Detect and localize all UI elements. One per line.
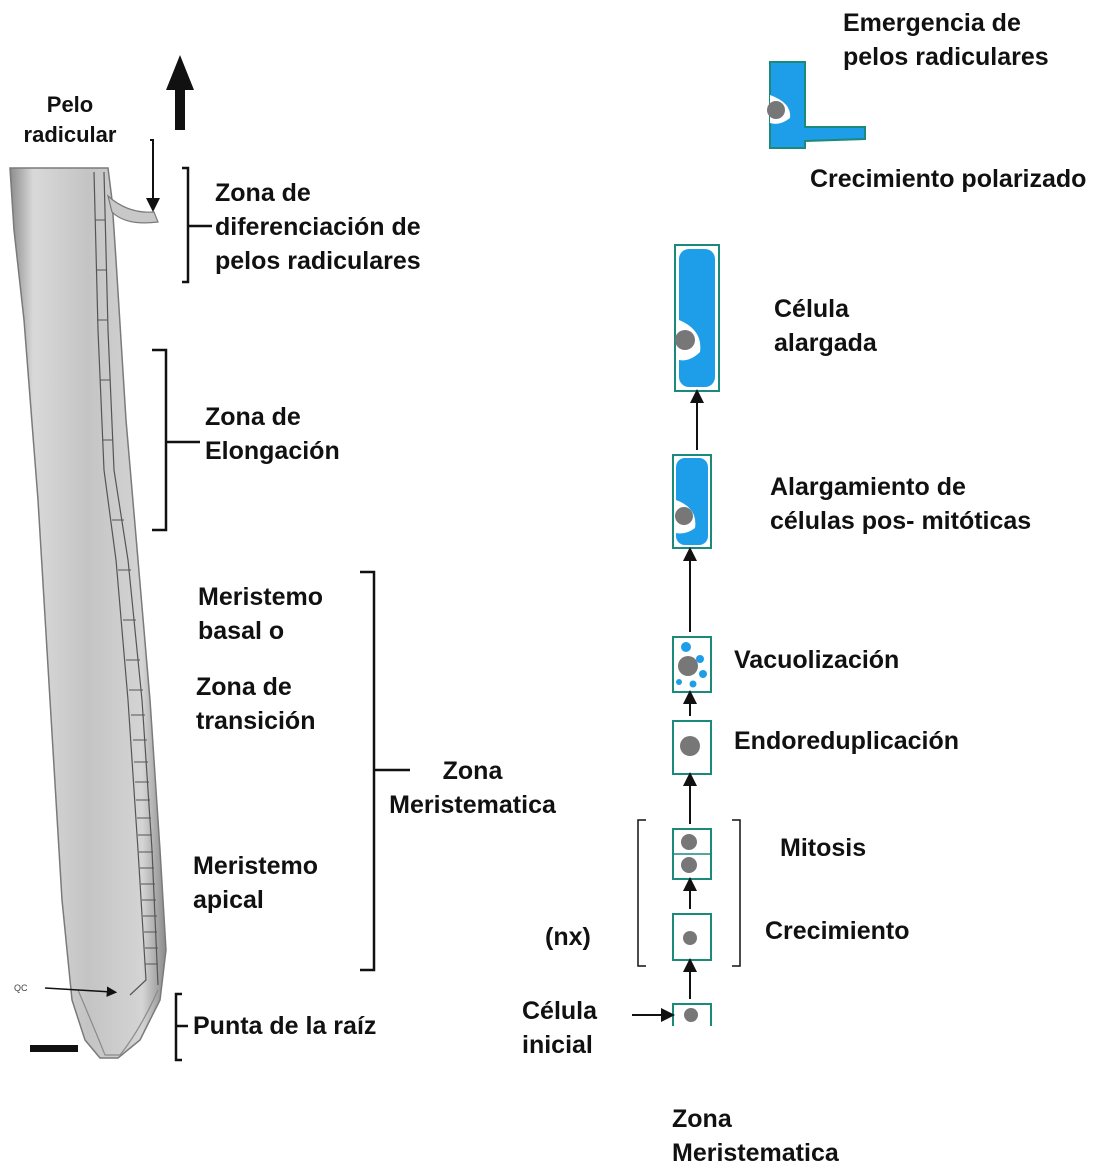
zone-label-line: Meristemo [193,849,318,883]
zone-label-line: diferenciación de [215,210,421,244]
initial-cell-label-line: inicial [522,1028,597,1062]
endoreduplication-cell [673,721,711,774]
zone-label-line: Zona de [215,176,421,210]
post-mitotic-label-line: células pos- mitóticas [770,504,1031,538]
emergence-label: Emergencia de pelos radiculares [843,6,1049,74]
zone-label-line: Zona de [196,670,315,704]
elongated-cell [675,245,719,391]
root-hair-pointer [150,140,153,205]
bottom-zone-label-line: Zona [672,1102,839,1136]
post-mitotic-label: Alargamiento de células pos- mitóticas [770,470,1031,538]
zone-label-line: transición [196,704,315,738]
zone-label-line: Meristemo [198,580,323,614]
zone-transition-label: Zona de transición [196,670,315,738]
zone-label-line: Meristematica [380,788,565,822]
root-hair-label-line: radicular [10,120,130,150]
zone-label-line: Punta de la raíz [193,1009,376,1043]
vacuolization-cell [673,637,711,692]
nx-label: (nx) [545,920,591,954]
initial-cell-label-line: Célula [522,994,597,1028]
elongated-cell-label-line: alargada [774,326,877,360]
elongated-cell-label-line: Célula [774,292,877,326]
bottom-zone-label-line: Meristematica [672,1136,839,1170]
root-hair-label-line: Pelo [10,90,130,120]
zone-hair-differentiation-label: Zona de diferenciación de pelos radicula… [215,176,421,278]
zone-label-line: basal o [198,614,323,648]
zone-label-line: Zona [380,754,565,788]
elongated-cell-label: Célula alargada [774,292,877,360]
zone-label-line: Zona de [205,400,340,434]
endoreduplication-label: Endoreduplicación [734,724,959,758]
emergence-label-line: pelos radiculares [843,40,1049,74]
bracket-hair-zone [182,168,212,282]
zone-label-line: pelos radiculares [215,244,421,278]
zone-meristematic-label: Zona Meristematica [380,754,565,822]
mitosis-cell [673,829,711,879]
zone-basal-meristem-label: Meristemo basal o [198,580,323,648]
root-hair-label: Pelo radicular [10,90,130,150]
emergence-label-line: Emergencia de [843,6,1049,40]
up-arrow-icon [166,55,194,130]
zone-label-line: Elongación [205,434,340,468]
initial-cell-label: Célula inicial [522,994,597,1062]
bracket-elongation [152,350,200,530]
bottom-zone-label: Zona Meristematica [672,1102,839,1170]
root-image [10,168,166,1058]
root-hair-cell [767,62,865,148]
post-mitotic-cell [673,455,711,548]
polarized-growth-label: Crecimiento polarizado [810,162,1086,196]
growth-cell [673,914,711,960]
initial-cell [673,1004,711,1026]
cell-stages [673,62,865,1026]
root-hair-outgrowth [108,196,158,223]
scale-bar [30,1045,78,1052]
mitosis-label: Mitosis [780,831,866,865]
growth-label: Crecimiento [765,914,909,948]
zone-root-tip-label: Punta de la raíz [193,1009,376,1043]
bracket-root-tip [176,994,188,1060]
zone-label-line: apical [193,883,318,917]
post-mitotic-label-line: Alargamiento de [770,470,1031,504]
zone-elongation-label: Zona de Elongación [205,400,340,468]
qc-label: QC [14,983,28,993]
zone-apical-meristem-label: Meristemo apical [193,849,318,917]
vacuolization-label: Vacuolización [734,643,899,677]
